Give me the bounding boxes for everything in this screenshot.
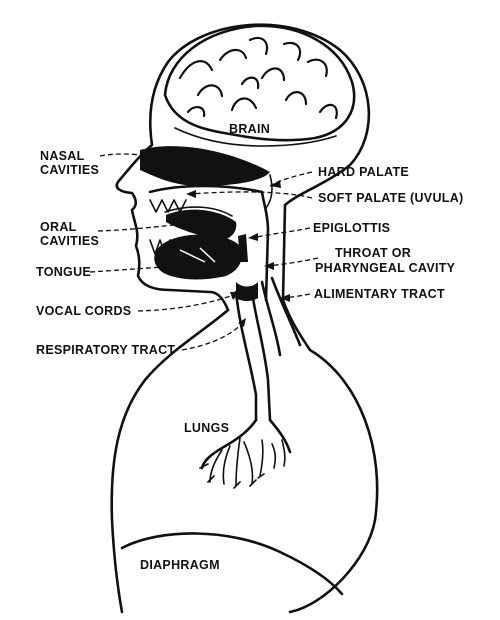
label-brain: BRAIN [229, 122, 270, 136]
tongue-shape [154, 234, 242, 280]
label-respiratory-tract: RESPIRATORY TRACT [36, 343, 175, 357]
diaphragm-line [120, 532, 344, 596]
pharynx [238, 174, 273, 302]
labels: BRAIN NASAL CAVITIES HARD PALATE SOFT PA… [36, 122, 464, 572]
label-nasal-cavities: NASAL CAVITIES [40, 149, 99, 177]
label-alimentary-tract: ALIMENTARY TRACT [314, 287, 445, 301]
respiratory-tract [234, 282, 272, 422]
label-lungs: LUNGS [184, 421, 229, 435]
label-tongue: TONGUE [36, 265, 91, 279]
label-vocal-cords: VOCAL CORDS [36, 304, 131, 318]
oral-cavity [149, 199, 242, 280]
hard-palate-line [148, 184, 264, 194]
label-throat: THROAT OR PHARYNGEAL CAVITY [315, 246, 456, 275]
lungs [199, 418, 292, 489]
label-epiglottis: EPIGLOTTIS [313, 221, 390, 235]
label-soft-palate: SOFT PALATE (UVULA) [318, 191, 464, 205]
alimentary-tract [260, 276, 302, 357]
nasal-cavity-shape [140, 146, 270, 186]
brain [163, 24, 356, 147]
label-diaphragm: DIAPHRAGM [140, 558, 220, 572]
label-oral-cavities: ORAL CAVITIES [40, 220, 99, 248]
label-hard-palate: HARD PALATE [318, 165, 409, 179]
leader-lines [89, 153, 319, 351]
